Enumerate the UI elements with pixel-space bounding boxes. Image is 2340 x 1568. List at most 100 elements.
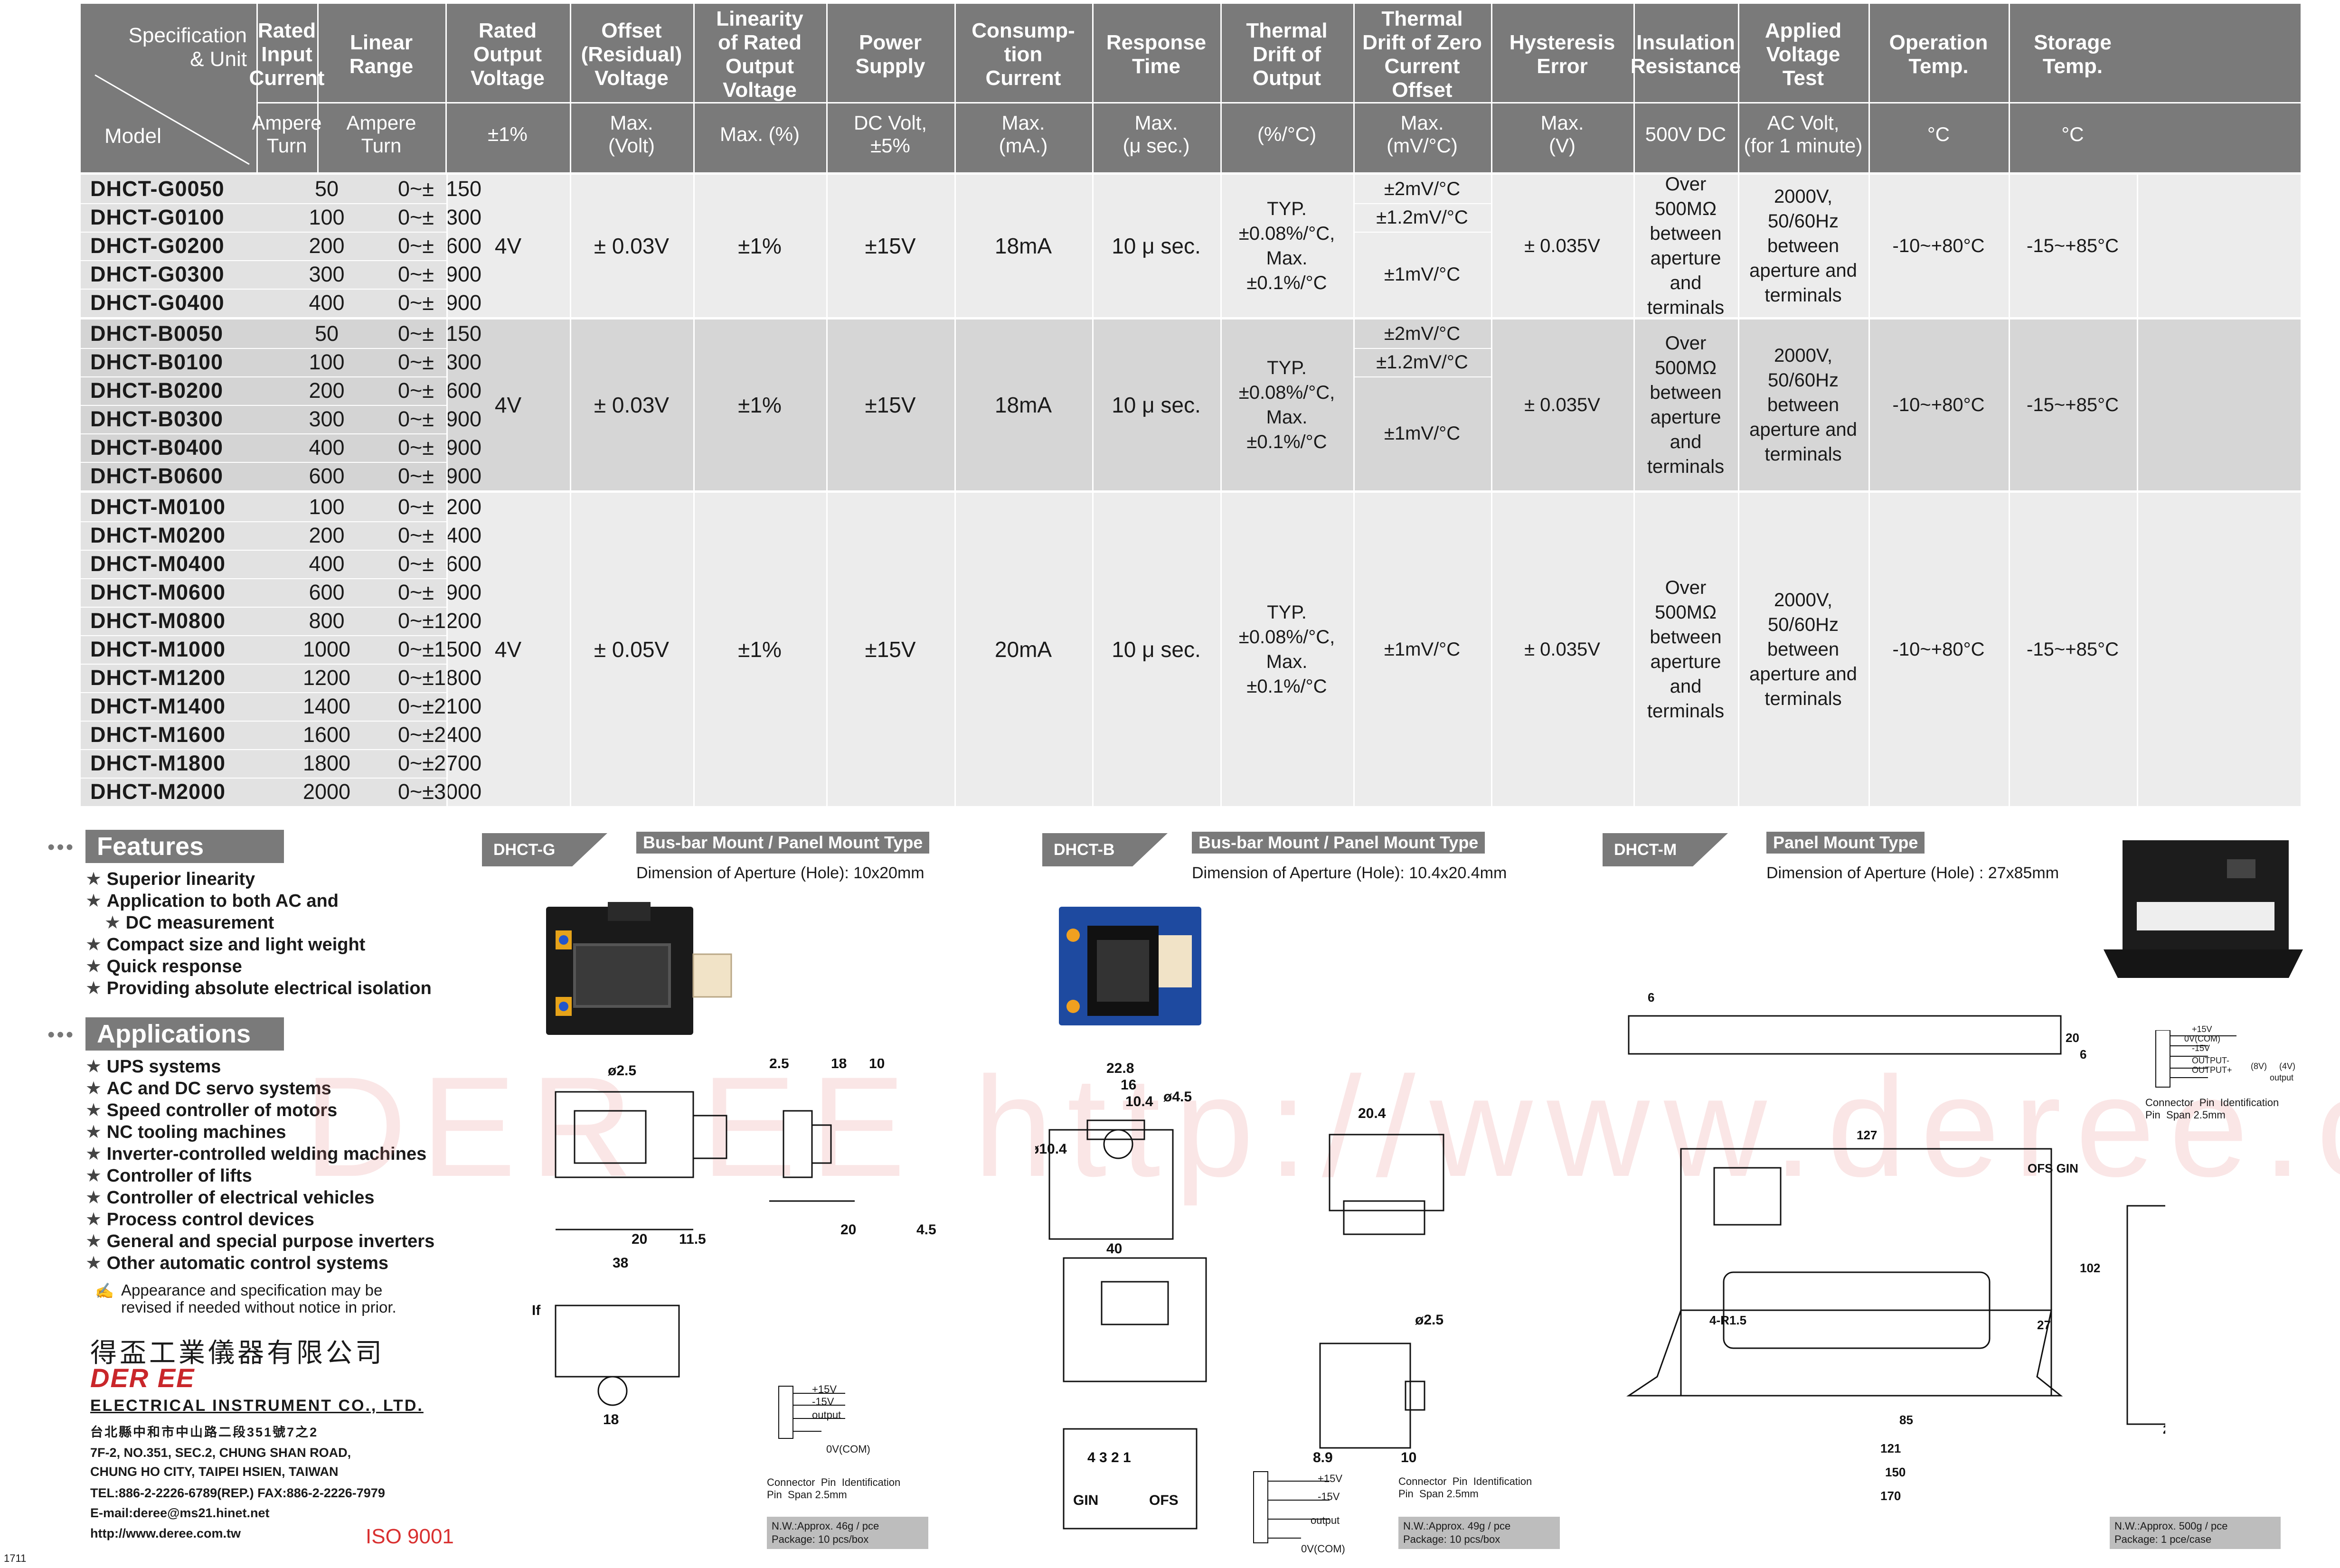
feature-item: Quick response <box>85 956 242 977</box>
revision-note: Appearance and specification may be revi… <box>121 1281 396 1316</box>
column-divider <box>1491 493 1492 806</box>
linear-range: 0~± 300 <box>398 205 482 229</box>
package-info: Package: 10 pcs/box <box>1403 1533 1500 1545</box>
row-divider <box>81 203 446 204</box>
column-divider <box>1868 175 1870 317</box>
column-divider <box>826 175 828 317</box>
spec-value-thermal: TYP. ±0.08%/°C, Max. ±0.1%/°C <box>1238 357 1335 452</box>
group-band <box>81 493 2301 806</box>
g-pin4: 0V(COM) <box>826 1443 870 1455</box>
spec-value-consumption: 18mA <box>994 234 1052 258</box>
model-name: DHCT-M2000 <box>90 779 226 804</box>
spec-value-linearity: ±1% <box>738 234 782 258</box>
column-divider <box>446 493 448 806</box>
column-divider <box>1738 4 1739 172</box>
spec-value-consumption: 20mA <box>994 637 1052 662</box>
application-item: AC and DC servo systems <box>85 1078 331 1099</box>
row-divider <box>81 749 446 750</box>
column-unit: Max. (mV/°C) <box>1387 112 1458 157</box>
svg-text:22.8: 22.8 <box>1106 1061 1134 1076</box>
column-header: Applied Voltage Test <box>1764 19 1842 90</box>
dhct-g-photo <box>546 902 732 1035</box>
column-header: Consump- tion Current <box>972 19 1075 90</box>
column-divider <box>954 175 956 317</box>
column-divider <box>693 175 695 317</box>
linear-range: 0~±2700 <box>398 751 482 775</box>
spec-value-storage: -15~+85°C <box>2027 639 2119 660</box>
column-unit: Max. (μ sec.) <box>1123 112 1190 157</box>
column-header: Offset (Residual) Voltage <box>581 19 682 90</box>
model-name: DHCT-M0800 <box>90 609 226 633</box>
column-unit: (%/°C) <box>1257 123 1317 145</box>
features-title: Features <box>85 830 284 863</box>
column-divider <box>1220 4 1222 172</box>
column-divider <box>826 493 828 806</box>
column-unit: Max. (mA.) <box>999 112 1048 157</box>
rated-input: 100 <box>309 495 345 519</box>
rated-input: 600 <box>309 580 345 604</box>
svg-text:170: 170 <box>1880 1489 1901 1503</box>
column-divider <box>1491 175 1492 317</box>
application-item: Other automatic control systems <box>85 1253 388 1274</box>
linear-range: 0~± 300 <box>398 350 482 374</box>
svg-text:127: 127 <box>1857 1128 1877 1142</box>
product-mount-type: Panel Mount Type <box>1766 832 1925 854</box>
spec-value-storage: -15~+85°C <box>2027 394 2119 415</box>
page-code: 1711 <box>4 1552 27 1564</box>
column-header: Response Time <box>1106 31 1207 78</box>
application-item: UPS systems <box>85 1056 221 1078</box>
row-divider <box>81 664 446 665</box>
rated-input: 1800 <box>302 751 351 775</box>
website-link[interactable]: http://www.deree.com.tw <box>90 1526 241 1540</box>
corner-diagonal <box>94 74 250 165</box>
linear-range: 0~±2400 <box>398 723 482 747</box>
group-divider <box>81 806 2301 808</box>
svg-text:10.4: 10.4 <box>1125 1094 1153 1109</box>
column-divider <box>826 319 828 490</box>
note-icon: ✍ <box>95 1282 114 1299</box>
column-header: Hysteresis Error <box>1509 31 1615 78</box>
column-header: Thermal Drift of Zero Current Offset <box>1362 7 1482 102</box>
zero-offset-value: ±1mV/°C <box>1384 639 1461 660</box>
spec-value-insulation: Over 500MΩ between aperture and terminal… <box>1647 174 1725 318</box>
column-divider <box>1868 319 1870 490</box>
column-divider <box>693 4 695 172</box>
spec-value-output: 4V <box>494 393 522 417</box>
rated-input: 200 <box>309 378 345 403</box>
connector-pin-note: Connector Pin Identification Pin Span 2.… <box>2145 1097 2279 1121</box>
linear-range: 0~±1500 <box>398 637 482 661</box>
address-line-1: 7F-2, NO.351, SEC.2, CHUNG SHAN ROAD, <box>90 1446 351 1460</box>
model-name: DHCT-B0600 <box>90 464 224 488</box>
rated-input: 800 <box>309 609 345 633</box>
header-divider <box>256 102 2301 103</box>
model-name: DHCT-M0100 <box>90 495 226 519</box>
column-unit: Max. (V) <box>1540 112 1584 157</box>
rated-input: 1600 <box>302 723 351 747</box>
column-divider <box>1353 493 1355 806</box>
linear-range: 0~± 150 <box>398 321 482 346</box>
column-divider <box>1220 175 1222 317</box>
application-item: Inverter-controlled welding machines <box>85 1144 427 1165</box>
spec-value-operation: -10~+80°C <box>1892 235 1985 256</box>
row-divider <box>81 692 446 693</box>
zero-offset-value: ±2mV/°C <box>1384 178 1461 199</box>
email: E-mail:deree@ms21.hinet.net <box>90 1506 270 1520</box>
column-divider <box>954 4 956 172</box>
application-item: Speed controller of motors <box>85 1100 338 1121</box>
column-header: Rated Input Current <box>249 19 325 90</box>
dhct-b-connector <box>1253 1471 1330 1543</box>
model-name: DHCT-M1600 <box>90 723 226 747</box>
spec-value-power: ±15V <box>865 637 916 662</box>
m-pin5: OUTPUT+ <box>2192 1065 2232 1075</box>
column-header: Power Supply <box>855 31 925 78</box>
product-aperture: Dimension of Aperture (Hole): 10.4x20.4m… <box>1192 864 1507 882</box>
column-divider <box>1633 175 1635 317</box>
